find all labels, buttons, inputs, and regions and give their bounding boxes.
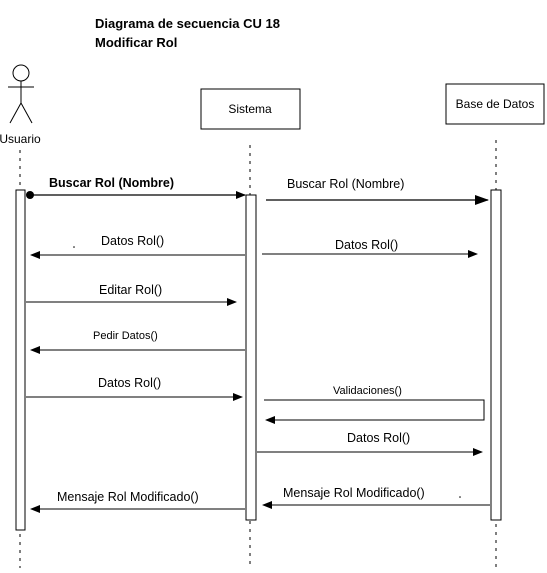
database-participant-box bbox=[445, 83, 545, 125]
message-label-4: Datos Rol() bbox=[335, 238, 398, 252]
actor-stick-figure-icon bbox=[8, 64, 34, 124]
message-label-5: Editar Rol() bbox=[99, 283, 162, 297]
actor-label: Usuario bbox=[0, 132, 41, 146]
message-label-6: Pedir Datos() bbox=[93, 330, 158, 342]
message-arrow-8 bbox=[264, 399, 485, 424]
stray-dot bbox=[73, 246, 75, 248]
message-label-3: Datos Rol() bbox=[101, 234, 164, 248]
diagram-title-line2: Modificar Rol bbox=[95, 35, 177, 50]
message-label-1: Buscar Rol (Nombre) bbox=[49, 176, 174, 190]
system-activation-bar bbox=[245, 194, 257, 521]
message-label-7: Datos Rol() bbox=[98, 376, 161, 390]
message-label-8: Validaciones() bbox=[333, 385, 402, 397]
message-label-10: Mensaje Rol Modificado() bbox=[283, 486, 425, 500]
database-participant-label: Base de Datos bbox=[456, 97, 535, 111]
system-participant-box bbox=[200, 88, 301, 130]
actor-activation-bar bbox=[15, 189, 26, 531]
diagram-title-line1: Diagrama de secuencia CU 18 bbox=[95, 16, 280, 31]
system-participant-label: Sistema bbox=[228, 102, 272, 116]
message-label-9: Datos Rol() bbox=[347, 431, 410, 445]
message-label-11: Mensaje Rol Modificado() bbox=[57, 490, 199, 504]
database-activation-bar bbox=[490, 189, 502, 521]
message-label-2: Buscar Rol (Nombre) bbox=[287, 177, 404, 191]
stray-dot bbox=[459, 496, 461, 498]
